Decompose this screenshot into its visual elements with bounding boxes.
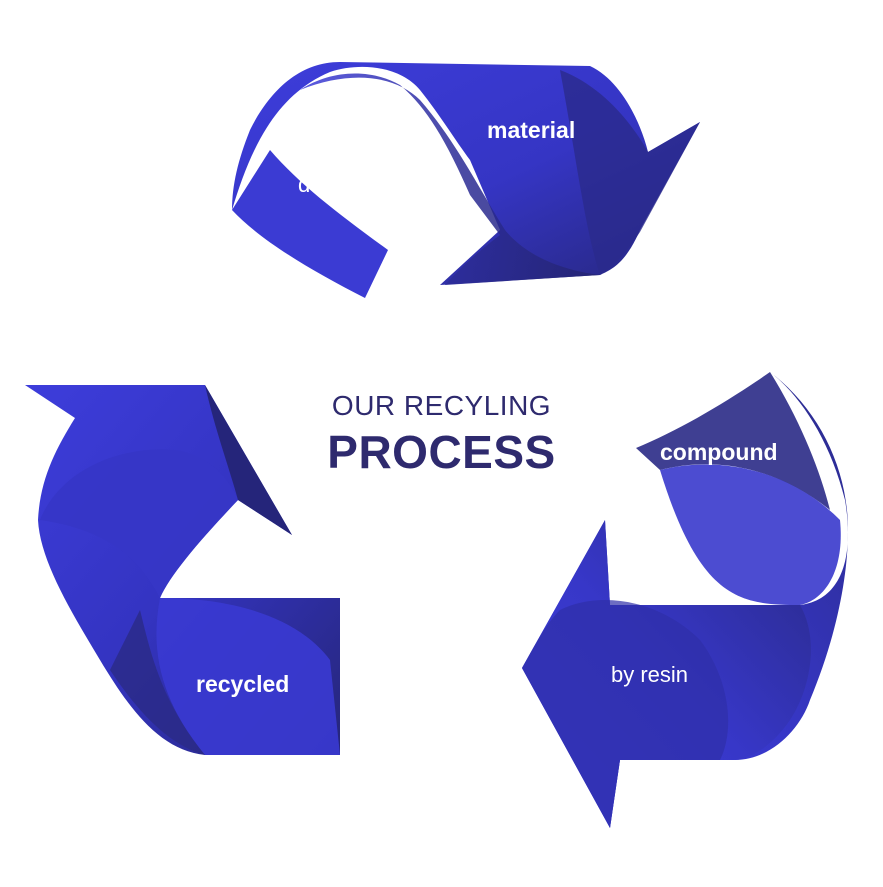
- recycle-arrow-top: [232, 62, 700, 298]
- title-line1: OUR RECYLING: [331, 390, 552, 421]
- title-line2: PROCESS: [327, 426, 556, 478]
- label-density: density: [298, 172, 368, 198]
- label-material: material: [487, 117, 576, 143]
- recycle-arrow-right: [522, 372, 848, 828]
- label-high-density: high density: [298, 150, 368, 196]
- label-recycled: recycled: [196, 671, 290, 697]
- label-by-resin: by resin: [611, 662, 689, 687]
- label-compound: compound: [660, 439, 778, 465]
- label-high: high: [298, 149, 340, 174]
- recycle-arrow-left: [25, 385, 340, 755]
